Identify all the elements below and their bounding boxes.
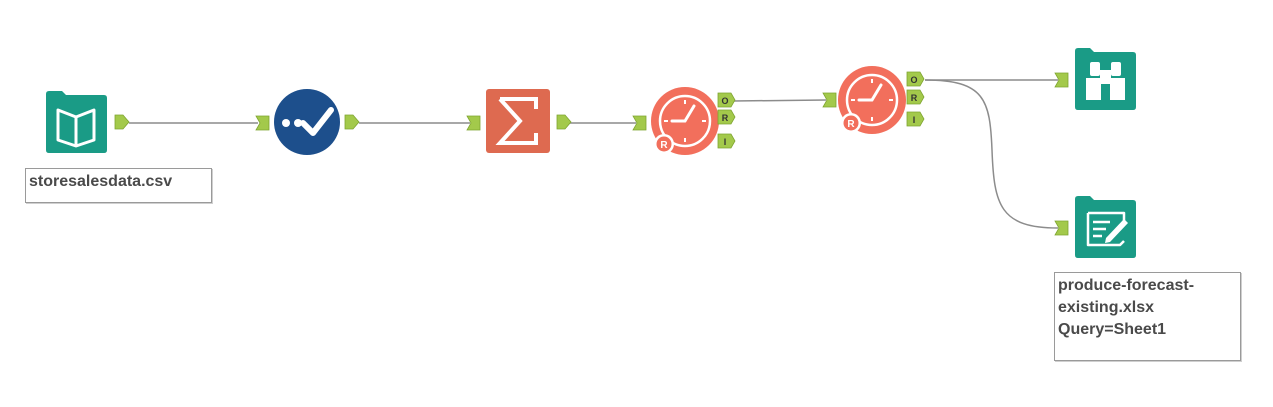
input-tool-annotation: storesalesdata.csv xyxy=(25,168,212,203)
input-anchor[interactable] xyxy=(466,115,481,131)
r-logo-text: R xyxy=(847,119,855,130)
anchor-label-i: I xyxy=(913,115,916,125)
annotation-line-1: produce-forecast- xyxy=(1058,277,1195,294)
output-anchor-o[interactable]: O xyxy=(717,92,736,108)
checkmark-icon xyxy=(274,89,340,155)
output-anchor[interactable] xyxy=(556,114,572,130)
input-anchor[interactable] xyxy=(1054,220,1069,236)
browse-tool[interactable] xyxy=(1054,48,1136,110)
output-anchor-o[interactable]: O xyxy=(906,71,925,87)
anchor-label-o: O xyxy=(910,75,917,85)
output-anchor-i[interactable]: I xyxy=(906,111,925,127)
summarize-tool[interactable] xyxy=(466,89,572,153)
anchor-label-r: R xyxy=(722,113,729,123)
select-tool[interactable] xyxy=(255,89,360,155)
connections xyxy=(129,79,1059,229)
write-document-icon xyxy=(1075,196,1136,258)
input-data-tool[interactable] xyxy=(46,91,130,153)
r-tool-2[interactable]: R O R I xyxy=(822,66,925,134)
connection-r2-to-output[interactable] xyxy=(924,79,1059,229)
binoculars-icon xyxy=(1075,48,1136,110)
annotation-text: storesalesdata.csv xyxy=(29,173,173,190)
connection-r1-to-r2[interactable] xyxy=(732,99,827,102)
sigma-icon xyxy=(486,89,550,153)
output-anchor-r[interactable]: R xyxy=(906,89,925,105)
output-anchor-i[interactable]: I xyxy=(717,133,736,149)
input-anchor[interactable] xyxy=(1054,72,1069,88)
annotation-line-2: existing.xlsx xyxy=(1058,299,1155,316)
r-clock-icon: R xyxy=(838,66,906,134)
anchor-label-i: I xyxy=(724,137,727,147)
r-clock-icon: R xyxy=(651,87,719,155)
input-anchor[interactable] xyxy=(632,115,647,131)
book-icon xyxy=(46,91,107,153)
output-data-tool[interactable] xyxy=(1054,196,1136,258)
output-anchor-r[interactable]: R xyxy=(717,109,736,125)
r-logo-text: R xyxy=(660,140,668,151)
input-anchor[interactable] xyxy=(255,115,270,131)
output-anchor[interactable] xyxy=(344,114,360,130)
anchor-label-r: R xyxy=(911,93,918,103)
output-tool-annotation: produce-forecast- existing.xlsx Query=Sh… xyxy=(1054,272,1241,361)
output-anchor[interactable] xyxy=(114,114,130,130)
r-tool-1[interactable]: R O R I xyxy=(632,87,736,155)
annotation-line-3: Query=Sheet1 xyxy=(1058,321,1167,338)
input-anchor[interactable] xyxy=(822,92,837,108)
anchor-label-o: O xyxy=(721,96,728,106)
